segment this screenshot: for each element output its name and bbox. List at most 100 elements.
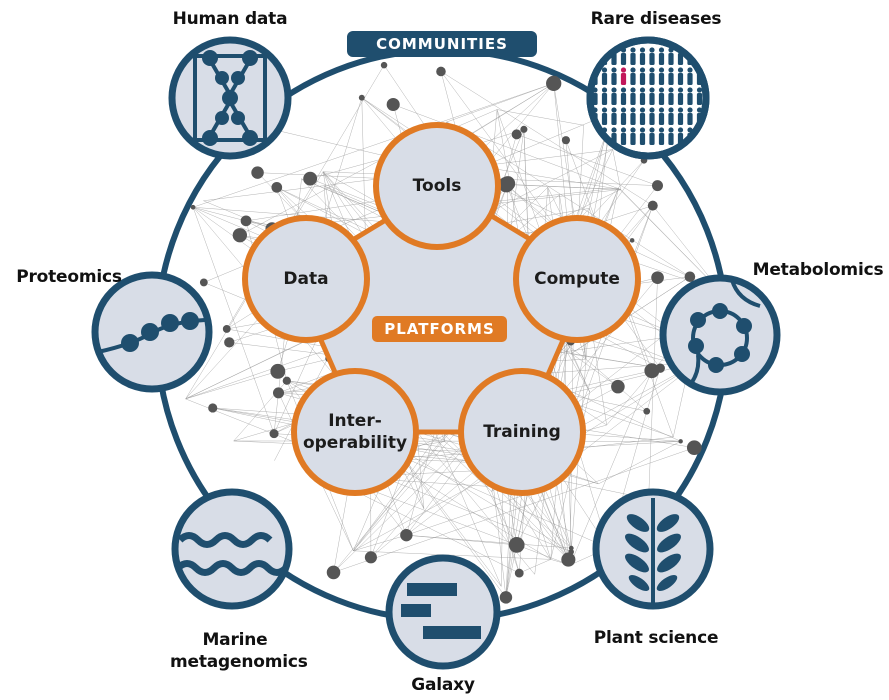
person-figure [649,53,655,65]
person-figure [601,67,608,73]
network-node [647,200,658,211]
person-figure [630,87,636,93]
person-figure [601,93,608,105]
person-figure [611,87,617,93]
network-node [611,379,625,394]
person-figure [630,67,636,73]
network-edge [192,207,275,434]
network-edge [612,149,621,190]
platform-data-circle[interactable] [242,215,370,343]
population-grid-icon[interactable] [586,36,710,160]
platform-tools-circle[interactable] [373,122,501,250]
person-figure [658,127,665,133]
person-figure [668,93,674,105]
person-figure [611,93,617,105]
person-figure [668,127,674,133]
person-figure [658,47,665,53]
platform-data-label: Data [283,269,329,289]
person-figure [696,87,703,93]
network-node [514,568,524,578]
person-figure [639,93,646,105]
person-figure [620,87,627,93]
person-figure [687,67,693,73]
person-figure [658,113,665,125]
community-proteomics-label: Proteomics [16,267,122,287]
network-node [271,181,283,193]
network-node [272,387,285,399]
platform-compute-circle[interactable] [513,215,641,343]
platform-interoperability-label: Inter- operability [302,411,408,453]
network-node [643,407,651,415]
person-figure [687,93,693,105]
person-figure [620,127,627,133]
network-edge [519,559,551,574]
network-edge [333,447,695,573]
person-figure [639,127,646,133]
network-node [251,166,264,179]
peptide-chain-icon[interactable] [91,271,213,393]
person-figure [687,107,693,113]
person-figure [649,107,655,113]
platform-compute-label: Compute [534,269,620,289]
wheat-icon[interactable] [592,488,714,610]
network-node [400,529,413,542]
person-figure [630,93,636,105]
person-figure [677,87,684,93]
network-edge [598,441,681,485]
network-node [568,549,574,555]
network-node [386,97,400,112]
network-node [686,440,702,456]
person-figure [649,127,655,133]
platform-training-circle[interactable] [458,368,586,496]
person-figure [677,107,684,113]
person-figure [601,107,608,113]
dna-ladder-icon[interactable] [168,36,292,160]
person-figure [668,107,674,113]
person-figure [687,113,693,125]
network-edge [406,534,572,549]
community-galaxy-label: Galaxy [411,675,475,695]
network-edge [646,368,661,412]
person-figure [620,53,627,65]
network-node [652,180,663,192]
person-figure [639,87,646,93]
person-figure [639,113,646,125]
person-figure [620,113,627,125]
person-figure [687,73,693,85]
person-figure [611,67,617,73]
person-figure [601,47,608,53]
person-figure [677,53,684,65]
person-figure [649,73,655,85]
person-figure [696,47,703,53]
network-edge [440,71,653,206]
person-figure [601,87,608,93]
waves-icon[interactable] [171,488,293,610]
galaxy-bars-icon[interactable] [385,554,501,670]
community-human-data-label: Human data [172,9,288,29]
person-figure [620,73,627,85]
network-node [270,363,286,379]
person-figure [639,133,646,145]
network-node [303,171,318,186]
network-edge [185,371,278,400]
network-node [190,204,196,210]
person-figure [668,87,674,93]
person-figure [592,47,598,53]
platforms-badge: PLATFORMS [372,316,507,342]
person-figure [639,47,646,53]
metabolic-cycle-icon[interactable] [659,274,781,396]
person-figure [677,113,684,125]
platform-interoperability-circle[interactable] [291,368,419,496]
network-node [499,591,513,604]
network-node [561,136,571,145]
person-figure [658,67,665,73]
network-node [358,94,365,101]
person-figure [630,113,636,125]
network-node [651,271,664,284]
person-figure [611,73,617,85]
network-edge [571,353,661,369]
network-node [282,376,291,385]
network-edge [406,489,541,536]
community-plant-science-label: Plant science [593,628,719,648]
person-figure [611,127,617,133]
